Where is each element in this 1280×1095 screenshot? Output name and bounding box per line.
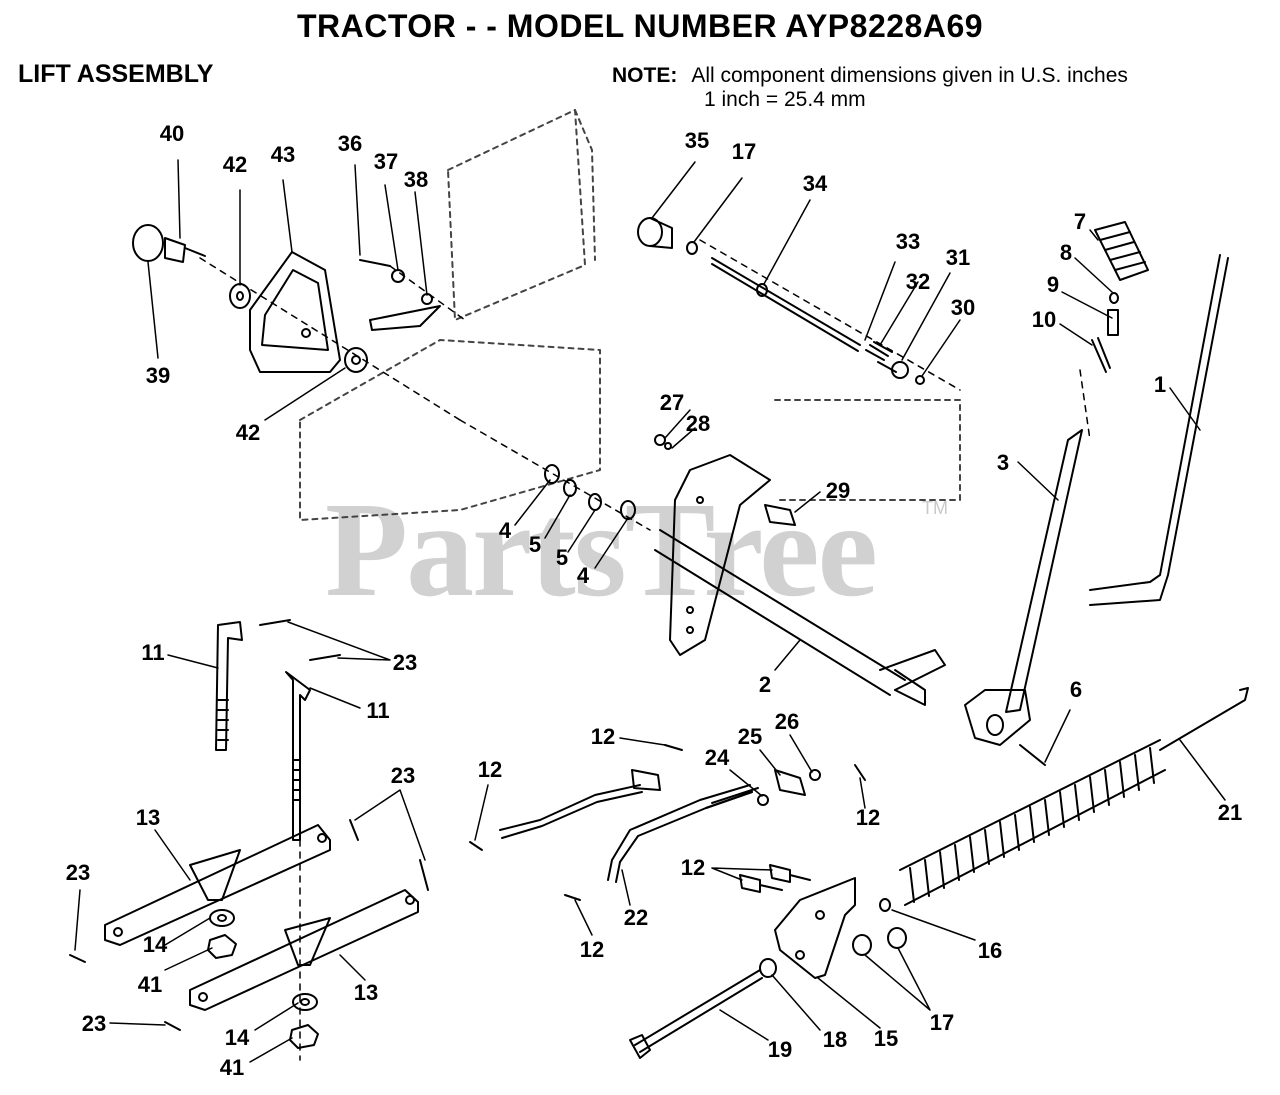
- part-29-pin: [764, 504, 796, 526]
- part-20-bolt: [629, 969, 763, 1059]
- callout-7: 7: [1073, 209, 1087, 234]
- part-18-spring-bracket: [774, 877, 856, 979]
- callout-38: 38: [403, 167, 429, 192]
- callout-36: 36: [337, 131, 363, 156]
- callout-43: 43: [270, 142, 296, 167]
- part-15-spacer: [852, 927, 907, 956]
- callout-5: 5: [555, 545, 569, 570]
- assembly-centerlines: [199, 239, 1091, 1061]
- part-32-spring: [865, 341, 925, 385]
- callout-30: 30: [950, 295, 976, 320]
- part-1-lift-rod: [1089, 254, 1229, 606]
- callout-14: 14: [142, 932, 168, 957]
- callout-8: 8: [1059, 240, 1073, 265]
- callout-12: 12: [477, 757, 503, 782]
- callout-23: 23: [392, 650, 418, 675]
- callout-9: 9: [1046, 272, 1060, 297]
- callout-18: 18: [822, 1027, 848, 1052]
- callout-22: 22: [623, 905, 649, 930]
- part-7-handle-grip: [1091, 221, 1149, 373]
- callout-32: 32: [905, 269, 931, 294]
- callout-21: 21: [1217, 800, 1243, 825]
- callout-27: 27: [659, 390, 685, 415]
- callout-41: 41: [137, 972, 163, 997]
- callout-6: 6: [1069, 677, 1083, 702]
- part-23-cotter-pin: [69, 619, 429, 1031]
- callout-35: 35: [684, 128, 710, 153]
- part-34-threaded-rod: [711, 257, 861, 352]
- dimension-note: NOTE: All component dimensions given in U…: [612, 64, 1128, 112]
- callout-26: 26: [774, 709, 800, 734]
- callout-29: 29: [825, 478, 851, 503]
- callout-23: 23: [65, 860, 91, 885]
- part-12-hairpin: [469, 744, 866, 901]
- page-title: TRACTOR - - MODEL NUMBER AYP8228A69: [296, 8, 984, 44]
- callout-10: 10: [1031, 307, 1057, 332]
- callout-12: 12: [579, 937, 605, 962]
- callout-23: 23: [81, 1011, 107, 1036]
- part-22-linkage-rod: [499, 784, 759, 883]
- callout-31: 31: [945, 245, 971, 270]
- part-43-cam-plate: [249, 251, 341, 373]
- callout-42: 42: [222, 152, 248, 177]
- callout-41: 41: [219, 1055, 245, 1080]
- part-36-screw: [359, 259, 441, 331]
- part-13-lift-link: [104, 824, 419, 1011]
- assembly-subtitle: LIFT ASSEMBLY: [18, 60, 214, 88]
- callout-leaders: [74, 159, 1226, 1063]
- callout-2: 2: [758, 672, 772, 697]
- callout-23: 23: [390, 763, 416, 788]
- callout-17: 17: [731, 139, 757, 164]
- callout-15: 15: [873, 1026, 899, 1051]
- callout-40: 40: [159, 121, 185, 146]
- trademark-mark: TM: [922, 498, 948, 518]
- callout-17: 17: [929, 1010, 955, 1035]
- callout-3: 3: [996, 450, 1010, 475]
- callout-28: 28: [685, 411, 711, 436]
- part-27-clip: [654, 434, 672, 450]
- part-35-cap: [637, 217, 698, 255]
- callout-34: 34: [802, 171, 828, 196]
- callout-33: 33: [895, 229, 921, 254]
- callout-12: 12: [680, 855, 706, 880]
- callout-39: 39: [145, 363, 171, 388]
- part-14-washer: [209, 909, 318, 1011]
- callout-11: 11: [366, 698, 390, 723]
- callout-14: 14: [224, 1025, 250, 1050]
- callout-12: 12: [855, 805, 881, 830]
- note-label: NOTE:: [612, 64, 678, 87]
- callout-42: 42: [235, 420, 261, 445]
- part-25-trunnion: [631, 769, 821, 806]
- callout-4: 4: [576, 563, 590, 588]
- part-40-bolt: [132, 224, 206, 263]
- callout-11: 11: [141, 640, 165, 665]
- note-line-1: All component dimensions given in U.S. i…: [691, 64, 1128, 87]
- callout-24: 24: [704, 745, 730, 770]
- part-11-bolt: [215, 621, 311, 841]
- note-line-2: 1 inch = 25.4 mm: [704, 88, 866, 111]
- callout-1: 1: [1153, 372, 1167, 397]
- part-2-lift-shaft: [654, 529, 946, 706]
- callout-5: 5: [528, 532, 542, 557]
- callout-13: 13: [135, 805, 161, 830]
- frame-plate: [299, 109, 961, 521]
- part-3-lift-lever: [964, 429, 1083, 766]
- callout-37: 37: [373, 149, 399, 174]
- callout-16: 16: [977, 938, 1003, 963]
- callout-19: 19: [767, 1037, 793, 1062]
- callout-4: 4: [498, 518, 512, 543]
- part-16-lift-spring: [879, 687, 1249, 912]
- callout-25: 25: [737, 724, 763, 749]
- callout-12: 12: [590, 724, 616, 749]
- part-21-bolt: [739, 864, 811, 893]
- callout-13: 13: [353, 980, 379, 1005]
- part-19-washer: [759, 958, 777, 978]
- part-2-lift-bracket: [669, 454, 771, 656]
